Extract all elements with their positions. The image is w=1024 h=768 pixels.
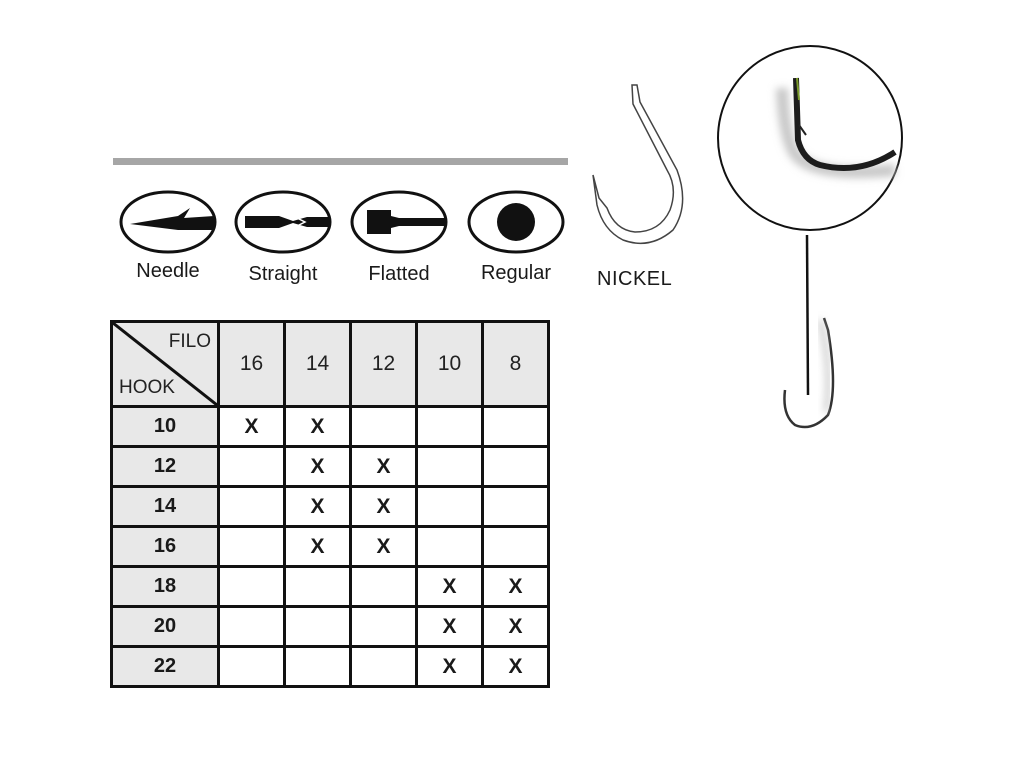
column-header: 12 <box>349 320 418 408</box>
finish-label: NICKEL <box>597 268 673 290</box>
column-header: 8 <box>481 320 550 408</box>
table-row: 22 X X <box>110 645 550 688</box>
eye-label-needle: Needle <box>136 260 200 282</box>
table-cell <box>481 485 550 528</box>
eye-label-flatted: Flatted <box>368 263 430 285</box>
regular-eye-icon <box>467 190 565 254</box>
table-cell <box>481 445 550 488</box>
row-header: 22 <box>110 645 220 688</box>
hook-magnified-illustration <box>717 45 903 429</box>
table-cell <box>217 525 286 568</box>
table-cell: X <box>481 605 550 648</box>
row-axis-label: HOOK <box>119 377 175 398</box>
table-cell: X <box>415 565 484 608</box>
table-cell <box>283 565 352 608</box>
nickel-hook-icon <box>592 84 684 245</box>
table-cell <box>217 605 286 648</box>
table-cell: X <box>283 405 352 448</box>
row-header: 16 <box>110 525 220 568</box>
divider-rule <box>113 158 568 165</box>
eye-label-regular: Regular <box>480 262 552 284</box>
table-cell <box>349 605 418 648</box>
table-cell <box>481 405 550 448</box>
table-cell: X <box>283 445 352 488</box>
table-cell: X <box>481 645 550 688</box>
table-row: 18 X X <box>110 565 550 608</box>
table-cell: X <box>283 525 352 568</box>
row-header: 10 <box>110 405 220 448</box>
table-cell <box>415 405 484 448</box>
table-cell: X <box>349 485 418 528</box>
table-cell <box>217 645 286 688</box>
column-axis-label: FILO <box>168 331 211 352</box>
table-cell: X <box>415 605 484 648</box>
table-cell <box>349 645 418 688</box>
column-header: 16 <box>217 320 286 408</box>
table-cell: X <box>349 445 418 488</box>
table-row: 10 X X <box>110 405 550 448</box>
row-header: 18 <box>110 565 220 608</box>
table-cell: X <box>481 565 550 608</box>
table-cell <box>283 645 352 688</box>
table-cell: X <box>415 645 484 688</box>
table-row: 14 X X <box>110 485 550 528</box>
row-header: 20 <box>110 605 220 648</box>
table-cell <box>217 485 286 528</box>
table-cell <box>481 525 550 568</box>
table-corner-cell: FILO HOOK <box>110 320 220 408</box>
table-cell <box>283 605 352 648</box>
table-row: 12 X X <box>110 445 550 488</box>
table-cell: X <box>217 405 286 448</box>
table-cell <box>349 405 418 448</box>
straight-eye-icon <box>234 190 332 254</box>
column-header: 14 <box>283 320 352 408</box>
table-cell <box>349 565 418 608</box>
eye-label-straight: Straight <box>248 263 318 285</box>
column-header: 10 <box>415 320 484 408</box>
table-row: 16 X X <box>110 525 550 568</box>
needle-eye-icon <box>119 190 217 254</box>
hook-line-compatibility-table: FILO HOOK 16 14 12 10 8 10 X X 12 X X 14… <box>110 320 550 688</box>
table-cell <box>217 565 286 608</box>
row-header: 14 <box>110 485 220 528</box>
table-cell <box>217 445 286 488</box>
table-header-row: FILO HOOK 16 14 12 10 8 <box>110 320 550 408</box>
row-header: 12 <box>110 445 220 488</box>
table-cell: X <box>283 485 352 528</box>
table-cell: X <box>349 525 418 568</box>
table-cell <box>415 525 484 568</box>
flatted-eye-icon <box>350 190 448 254</box>
table-cell <box>415 445 484 488</box>
table-cell <box>415 485 484 528</box>
table-row: 20 X X <box>110 605 550 648</box>
